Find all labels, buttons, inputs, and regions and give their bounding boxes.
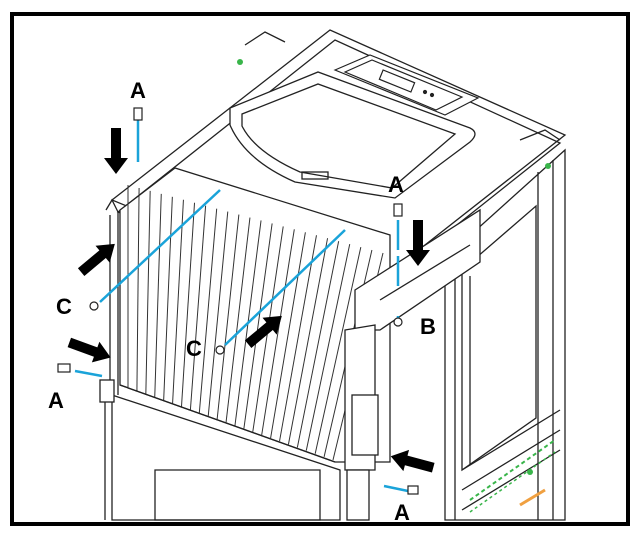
fin xyxy=(243,223,273,429)
label-a-mid-left: A xyxy=(48,388,64,413)
fin xyxy=(172,199,184,404)
fin xyxy=(136,187,140,392)
fin xyxy=(216,214,240,420)
label-a-top-left: A xyxy=(130,78,146,103)
fin xyxy=(198,208,218,414)
fin xyxy=(270,232,306,439)
frame-border xyxy=(10,12,630,526)
fin xyxy=(279,235,317,442)
fin xyxy=(287,238,329,445)
fin xyxy=(225,217,251,423)
label-a-bottom-right: A xyxy=(394,500,410,525)
arrow-diag-center xyxy=(244,315,282,348)
arrow-diag-left xyxy=(77,243,115,276)
label-c-left: C xyxy=(56,294,72,319)
internal-components xyxy=(237,59,556,513)
fin xyxy=(163,196,173,401)
arrow-down-right xyxy=(406,220,430,266)
fin xyxy=(154,193,162,398)
fin xyxy=(180,202,196,407)
arrow-bottom-right xyxy=(390,449,435,473)
arrow-down-left xyxy=(104,128,128,174)
alignment-lines xyxy=(74,120,409,493)
side-bracket xyxy=(344,208,481,521)
hopper-lid xyxy=(229,71,476,199)
label-b: B xyxy=(420,314,436,339)
fin xyxy=(207,211,229,417)
fin xyxy=(314,246,362,454)
fin xyxy=(261,229,295,436)
direction-arrows xyxy=(67,128,435,473)
label-a-top-right: A xyxy=(388,172,404,197)
label-c-center: C xyxy=(186,336,202,361)
control-panel xyxy=(333,54,480,116)
fin xyxy=(296,241,340,448)
fin xyxy=(305,244,351,451)
fin xyxy=(145,190,151,395)
fin xyxy=(189,205,207,410)
lower-body xyxy=(99,379,341,521)
arrow-mid-left xyxy=(67,337,111,363)
screws xyxy=(57,107,419,495)
